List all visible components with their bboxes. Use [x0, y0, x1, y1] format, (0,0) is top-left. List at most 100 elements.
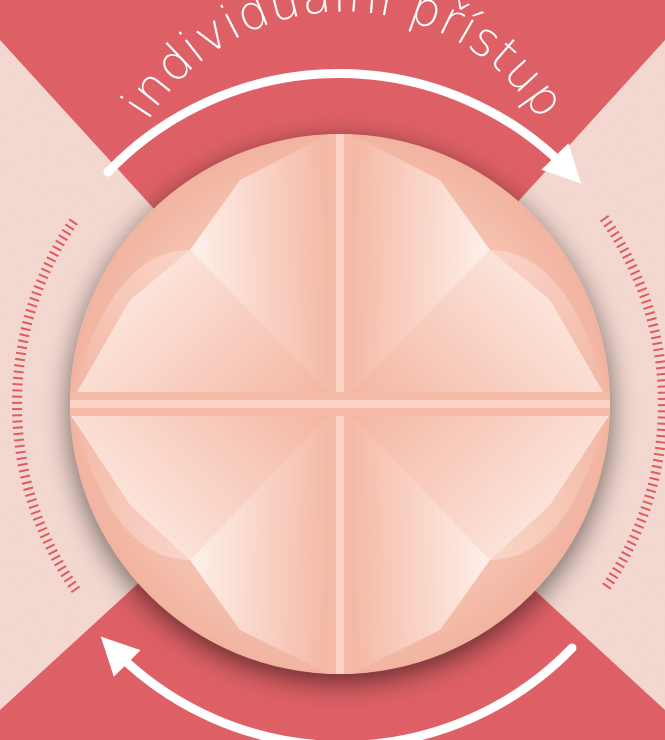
tick-mark [653, 347, 664, 352]
tick-mark [14, 364, 25, 368]
tick-mark [616, 241, 626, 249]
tick-mark [630, 269, 641, 276]
tick-mark [606, 225, 617, 233]
tick-mark [605, 577, 616, 585]
tick-mark [654, 353, 665, 358]
tick-mark [60, 570, 70, 578]
tick-mark [655, 366, 665, 370]
tick-mark [624, 258, 635, 265]
tick-mark [650, 335, 662, 340]
tick-mark [653, 452, 665, 457]
tick-mark [603, 220, 613, 228]
tick-mark [68, 218, 78, 226]
tick-mark [656, 372, 665, 376]
tick-mark [25, 308, 36, 314]
tick-mark [651, 464, 662, 469]
tick-mark [650, 470, 661, 475]
tick-mark [63, 575, 74, 583]
tick-mark [28, 503, 39, 510]
tick-mark [16, 456, 27, 461]
tick-mark [52, 245, 62, 252]
tick-mark [643, 304, 654, 310]
tick-mark [656, 434, 665, 438]
tick-mark [33, 284, 44, 291]
tick-mark [42, 537, 53, 545]
tick-mark [17, 462, 28, 467]
tick-mark [24, 492, 36, 498]
tick-mark [23, 314, 34, 320]
tick-mark [613, 236, 623, 243]
tick-mark [657, 379, 665, 382]
tick-mark [632, 275, 643, 282]
tick-mark [61, 228, 72, 236]
faceted-disc [70, 134, 610, 674]
tick-mark [20, 474, 31, 479]
tick-mark [57, 565, 67, 572]
tick-mark [622, 252, 632, 260]
tick-mark [648, 323, 659, 328]
tick-mark [656, 428, 665, 432]
tick-mark [43, 261, 54, 269]
tick-mark [70, 585, 81, 593]
tick-mark [657, 385, 665, 388]
tick-mark [652, 341, 663, 346]
tick-mark [48, 548, 58, 556]
tick-mark [644, 310, 656, 316]
tick-mark [50, 554, 61, 561]
tick-mark [12, 382, 23, 386]
tick-mark [638, 511, 649, 518]
tick-mark [39, 532, 50, 539]
tick-mark [615, 561, 625, 569]
tick-mark [45, 543, 56, 550]
tick-mark [15, 351, 27, 356]
tick-mark [639, 293, 650, 299]
tick-mark [12, 426, 23, 430]
tick-mark [15, 450, 26, 455]
tick-mark [623, 545, 634, 552]
tick-mark [49, 250, 59, 258]
tick-mark [655, 440, 665, 444]
tick-mark [619, 247, 630, 254]
tick-mark [29, 296, 40, 302]
tick-mark [641, 298, 652, 305]
tick-mark [22, 320, 33, 326]
tick-mark [19, 333, 30, 338]
tick-mark [647, 482, 658, 488]
tick-mark [27, 302, 38, 308]
tick-mark [634, 281, 645, 287]
tick-mark [655, 360, 665, 364]
tick-mark [35, 279, 46, 285]
tick-mark [23, 486, 34, 491]
tick-mark [12, 420, 23, 423]
tick-mark [13, 370, 24, 374]
tick-mark [610, 230, 620, 238]
tick-mark [31, 290, 42, 297]
tick-mark [627, 263, 638, 271]
tick-mark [636, 517, 647, 524]
tick-ring [11, 215, 665, 593]
tick-mark [612, 566, 622, 574]
tick-mark [12, 376, 24, 380]
tick-mark [618, 556, 628, 563]
tick-mark [14, 444, 25, 448]
tick-mark [621, 550, 631, 558]
tick-mark [631, 528, 642, 535]
tick-mark [649, 476, 660, 481]
tick-mark [38, 273, 49, 280]
tick-mark [35, 521, 46, 527]
tick-mark [608, 572, 619, 580]
tick-mark [654, 446, 665, 451]
tick-mark [67, 580, 77, 588]
tick-mark [629, 534, 640, 541]
tick-mark [657, 422, 665, 425]
tick-mark [637, 287, 648, 293]
tick-mark [55, 239, 65, 247]
tick-mark [646, 488, 657, 494]
tick-mark [18, 339, 29, 344]
tick-mark [40, 267, 51, 274]
arrow-bottom [100, 636, 577, 740]
tick-mark [602, 582, 612, 590]
tick-mark [649, 329, 660, 334]
tick-mark [18, 468, 30, 473]
